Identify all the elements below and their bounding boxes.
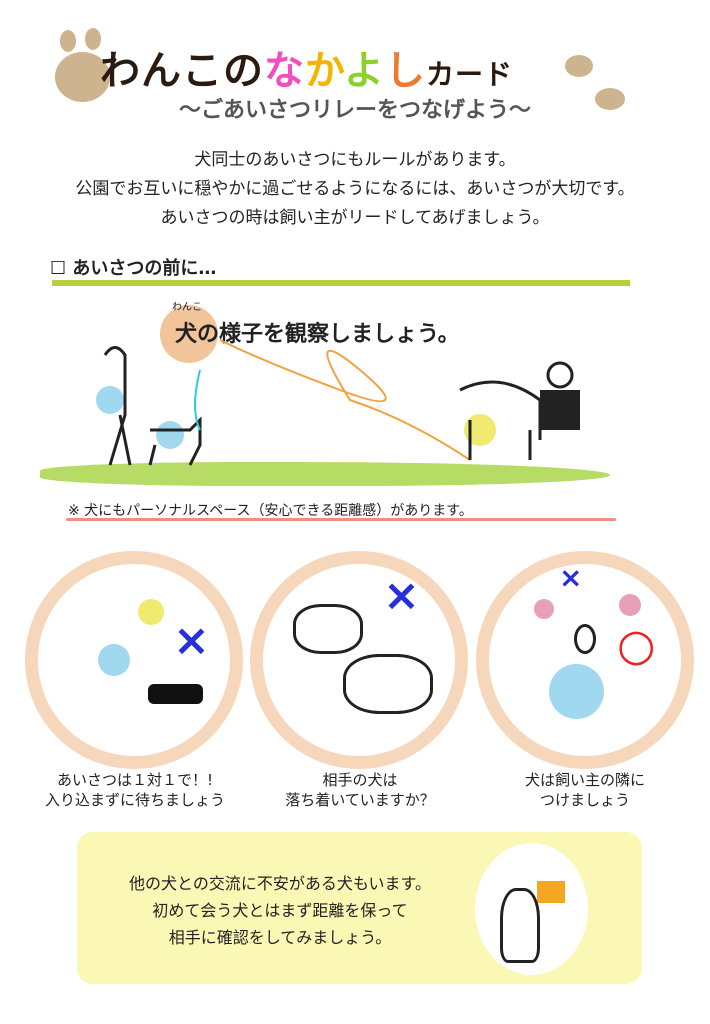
intro-line: 犬同士のあいさつにもルールがあります。 xyxy=(194,150,516,170)
ruby-text: わんこ xyxy=(172,302,202,313)
info-line: 相手に確認をしてみましょう。 xyxy=(168,928,392,947)
x-mark-icon: × xyxy=(559,561,583,594)
info-line: 他の犬との交流に不安がある犬もいます。 xyxy=(129,874,431,893)
tip-illustration-3: × ○ xyxy=(476,551,694,769)
section-heading: ☐ あいさつの前に… xyxy=(50,254,216,280)
info-box-text: 他の犬との交流に不安がある犬もいます。 初めて会う犬とはまず距離を保って 相手に… xyxy=(95,870,465,951)
section-title: あいさつの前に… xyxy=(72,258,217,279)
intro-line: 公園でお互いに穏やかに過ごせるようになるには、あいさつが大切です。 xyxy=(75,179,635,199)
caption-line: 相手の犬は xyxy=(322,771,398,789)
subtitle: 〜ごあいさつリレーをつなげよう〜 xyxy=(178,98,531,123)
caption-line: 落ち着いていますか？ xyxy=(285,791,435,809)
intro-text: 犬同士のあいさつにもルールがあります。 公園でお互いに穏やかに過ごせるようになる… xyxy=(0,146,710,233)
checkbox-icon: ☐ xyxy=(50,258,67,279)
caption-line: 入り込まずに待ちましょう xyxy=(44,791,225,809)
paw-print-icon xyxy=(55,52,110,102)
o-mark-icon: ○ xyxy=(617,620,656,671)
tip-caption-2: 相手の犬は落ち着いていますか？ xyxy=(245,770,475,810)
title-part: し xyxy=(385,48,426,94)
paw-print-icon xyxy=(595,88,625,110)
tip-illustration-1: × xyxy=(25,551,243,769)
caption-line: あいさつは１対１で！! xyxy=(56,771,213,789)
observe-heading: 犬の様子を観察しましょう。 xyxy=(175,322,460,347)
paw-print-icon xyxy=(85,28,101,50)
note-text: ※ 犬にもパーソナルスペース（安心できる距離感）があります。 xyxy=(68,503,473,519)
page-title: わんこのなかよしカード xyxy=(100,38,513,96)
section-divider xyxy=(52,280,630,286)
info-line: 初めて会う犬とはまず距離を保って xyxy=(152,901,408,920)
tip-caption-1: あいさつは１対１で！! 入り込まずに待ちましょう xyxy=(20,770,250,810)
title-part: わんこの xyxy=(100,48,264,94)
grass-illustration xyxy=(40,462,610,486)
paw-print-icon xyxy=(565,55,593,77)
highlight-dot xyxy=(160,305,218,363)
intro-line: あいさつの時は飼い主がリードしてあげましょう。 xyxy=(160,208,550,228)
x-mark-icon: × xyxy=(383,570,420,621)
dog-with-ribbon-illustration xyxy=(475,843,588,975)
title-part: な xyxy=(264,48,305,94)
note-underline xyxy=(66,518,616,521)
caption-line: つけましょう xyxy=(539,791,630,809)
title-part: よ xyxy=(344,48,385,94)
walking-dogs-illustration xyxy=(96,339,580,466)
tip-illustration-2: × xyxy=(250,551,468,769)
caption-line: 犬は飼い主の隣に xyxy=(524,771,645,789)
paw-print-icon xyxy=(60,30,76,52)
tip-caption-3: 犬は飼い主の隣につけましょう xyxy=(470,770,700,810)
x-mark-icon: × xyxy=(173,615,210,666)
title-part: か xyxy=(305,48,344,94)
title-part: カード xyxy=(426,58,514,91)
